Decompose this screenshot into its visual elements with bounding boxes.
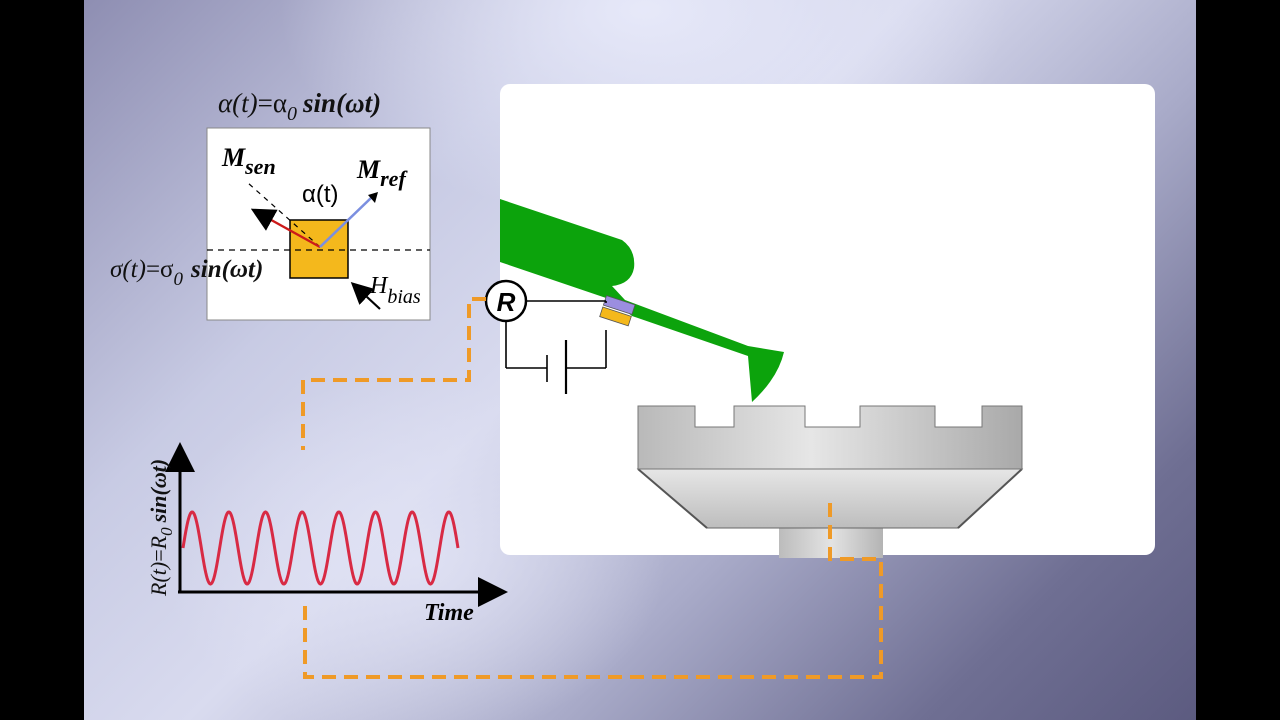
signal-graph: Time R(t)=R0sin(ωt) <box>146 442 508 626</box>
wire-platter-to-graph <box>303 503 883 679</box>
m-sen-label: Msen <box>221 143 276 179</box>
resistance-sine-wave <box>181 510 460 586</box>
sensor-ref-layer <box>599 306 632 327</box>
platter-top-tracks <box>637 405 1023 470</box>
m-sen-arrow <box>250 208 321 249</box>
m-ref-label: Mref <box>356 155 408 191</box>
h-bias-label: Hbias <box>369 273 421 308</box>
readout-circuit <box>505 300 607 394</box>
h-bias-arrow <box>350 282 381 310</box>
resistor-label: R <box>497 287 516 317</box>
cantilever-arm <box>500 199 784 402</box>
signal-wire <box>301 297 883 679</box>
m-ref-arrowhead <box>368 192 378 203</box>
m-sen-dashed-guide <box>247 182 321 248</box>
alpha-t-label: α(t) <box>302 181 339 208</box>
wire-resistor-to-graph <box>301 297 486 450</box>
disk-platter <box>636 405 1024 558</box>
r-equation: R(t)=R0sin(ωt) <box>146 459 176 597</box>
m-ref-arrow <box>319 196 373 248</box>
time-axis-label: Time <box>424 600 474 626</box>
